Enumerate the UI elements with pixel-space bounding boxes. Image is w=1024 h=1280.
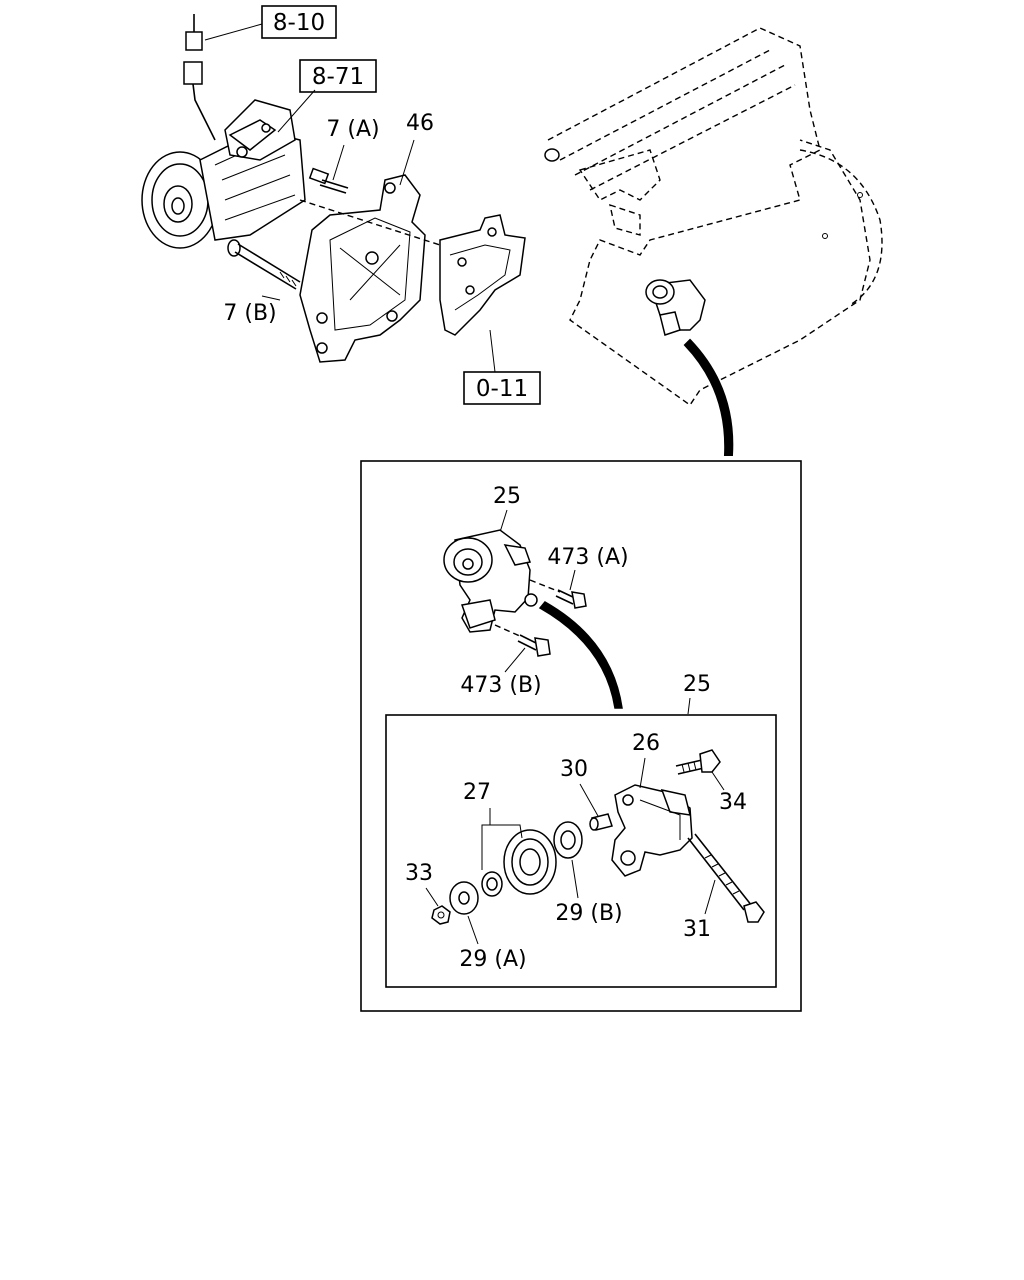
ref-box-8-71: 8-71 [299,59,377,93]
ac-compressor [141,99,306,249]
ref-box-0-11: 0-11 [463,371,541,405]
ref-box-8-10: 8-10 [261,5,337,39]
label-27: 27 [463,780,491,805]
label-34: 34 [719,790,747,815]
leaders-top [204,23,496,373]
bolt-7a [308,167,349,194]
label-7b: 7 (B) [223,301,276,326]
tensioner-assembly-25 [443,529,538,633]
engine-block [544,27,883,406]
label-473b: 473 (B) [460,673,541,698]
detail-arrow-inner [538,601,623,709]
washer-29a [449,881,479,915]
label-29a: 29 (A) [459,947,526,972]
label-33: 33 [405,861,433,886]
ref-8-10: 8-10 [273,10,325,36]
bearing-29b [553,821,583,859]
spacer-30 [589,813,613,831]
detail-box-inner [385,714,777,988]
label-7a: 7 (A) [326,117,379,142]
ref-0-11: 0-11 [476,376,528,402]
bracket-46 [299,174,426,363]
bolt-31 [687,833,765,923]
label-25-box: 25 [683,672,711,697]
label-25-top: 25 [493,484,521,509]
bracket-26 [611,784,693,877]
nut-33 [431,905,451,925]
label-29b: 29 (B) [555,901,622,926]
bolt-473b [494,624,551,657]
detail-arrow-top [683,338,734,456]
label-473a: 473 (A) [547,545,628,570]
plate [439,214,526,336]
label-46: 46 [406,111,434,136]
label-31: 31 [683,917,711,942]
detail-box-outer [360,460,802,1012]
pulley-27 [481,829,557,897]
label-30: 30 [560,757,588,782]
tensioner-on-engine [645,279,706,336]
connector [183,14,216,141]
label-26: 26 [632,731,660,756]
bolt-473a [529,579,587,609]
bolt-34 [675,749,721,775]
ref-8-71: 8-71 [312,64,364,90]
bolt-7b [227,239,301,290]
